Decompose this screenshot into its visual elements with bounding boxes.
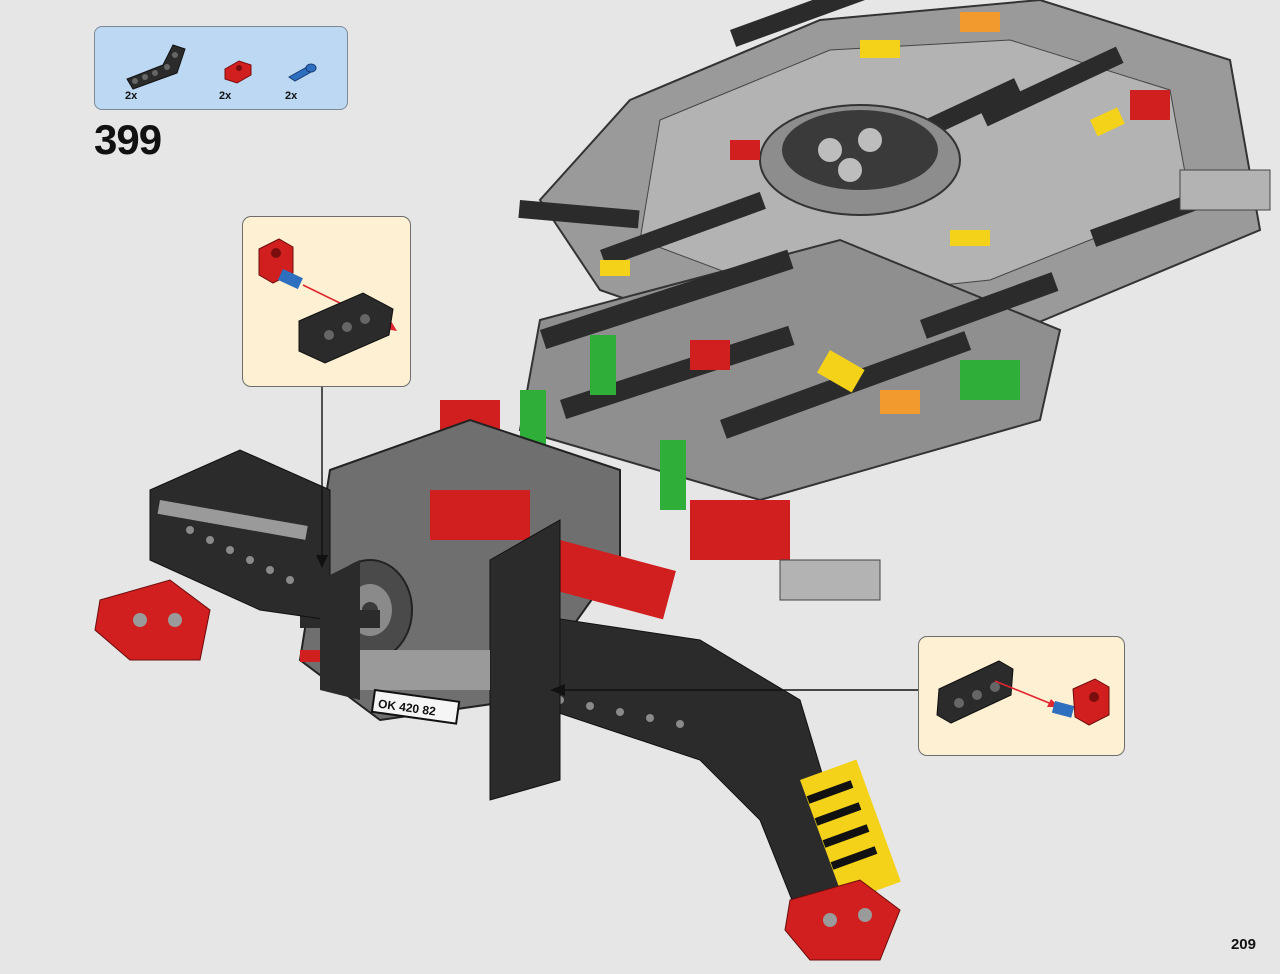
step-number: 399: [94, 116, 162, 163]
substep-inset-left: [242, 216, 411, 387]
part-quantity: 2x: [219, 90, 232, 102]
red-connector-part: [221, 57, 255, 85]
part-quantity: 2x: [125, 90, 138, 102]
blue-pin-part: [285, 61, 321, 83]
substep-inset-right: [918, 636, 1125, 756]
parts-callout: 2x 2x 2x: [94, 26, 348, 110]
page-number: 209: [1230, 936, 1256, 953]
black-angled-beam-part: [121, 35, 191, 91]
part-quantity: 2x: [285, 90, 298, 102]
license-plate: [370, 688, 461, 725]
